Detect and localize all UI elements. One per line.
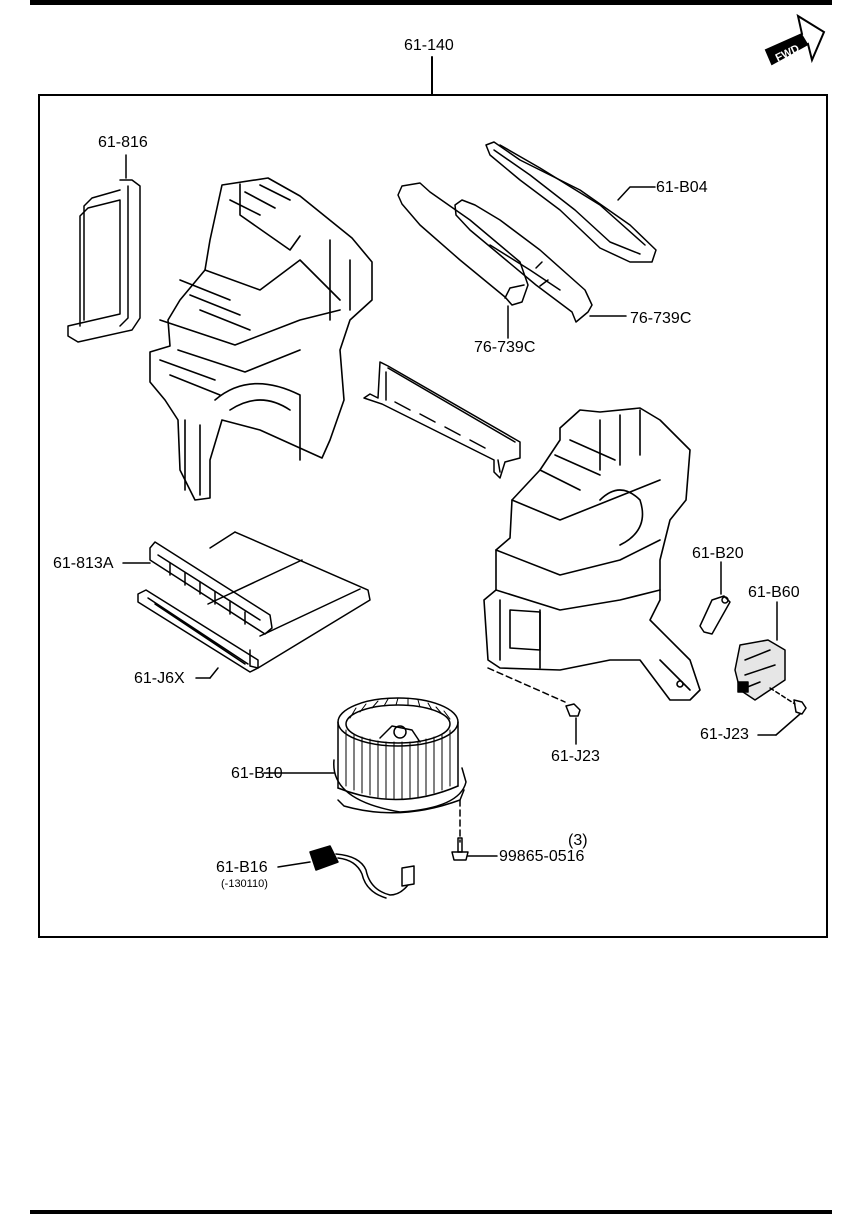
screw-61-J23-lower <box>565 703 581 745</box>
assembly-frame <box>38 94 828 938</box>
filter-frame <box>363 361 521 479</box>
assembly-label: 61-140 <box>404 37 454 54</box>
part-label-61-J6X: 61-J6X <box>134 670 185 687</box>
blower-motor-61-B10 <box>263 697 467 814</box>
part-label-76-739C-left: 76-739C <box>474 339 536 356</box>
filter-cover-61-813A <box>149 541 273 635</box>
screw-99865-0516 <box>451 837 498 861</box>
top-border-bar <box>30 0 832 5</box>
screw-61-J23-right <box>757 687 807 736</box>
part-label-61-J23-lower: 61-J23 <box>551 748 600 765</box>
part-label-76-739C-right: 76-739C <box>630 310 692 327</box>
part-label-99865-0516: 99865-0516 <box>499 848 585 865</box>
duct-76-739C-right <box>454 199 627 323</box>
screw-dash-right <box>487 667 566 703</box>
part-label-61-J23-right: 61-J23 <box>700 726 749 743</box>
seal-frame-61-816 <box>67 154 141 343</box>
part-label-61-813A: 61-813A <box>53 555 114 572</box>
part-label-61-B10: 61-B10 <box>231 765 283 782</box>
heater-case-upper-left <box>149 177 373 501</box>
actuator-61-B60 <box>734 601 786 701</box>
part-quantity-99865-0516: (3) <box>568 832 588 849</box>
part-label-61-B04: 61-B04 <box>656 179 708 196</box>
part-note-61-B16: (-130110) <box>221 878 268 890</box>
blower-case-right <box>483 407 701 701</box>
part-label-61-816: 61-816 <box>98 134 148 151</box>
link-61-B20 <box>699 561 731 635</box>
fwd-direction-icon: FWD <box>764 13 826 66</box>
bottom-border-bar <box>30 1210 832 1214</box>
filter-cover-61-J6X <box>137 589 259 679</box>
part-label-61-B16: 61-B16 <box>216 859 268 876</box>
cabin-filter <box>207 531 371 669</box>
duct-76-739C-left <box>397 182 529 339</box>
part-label-61-B60: 61-B60 <box>748 584 800 601</box>
part-label-61-B20: 61-B20 <box>692 545 744 562</box>
seal-61-B04 <box>485 141 657 263</box>
wire-harness-61-B16 <box>277 845 415 899</box>
